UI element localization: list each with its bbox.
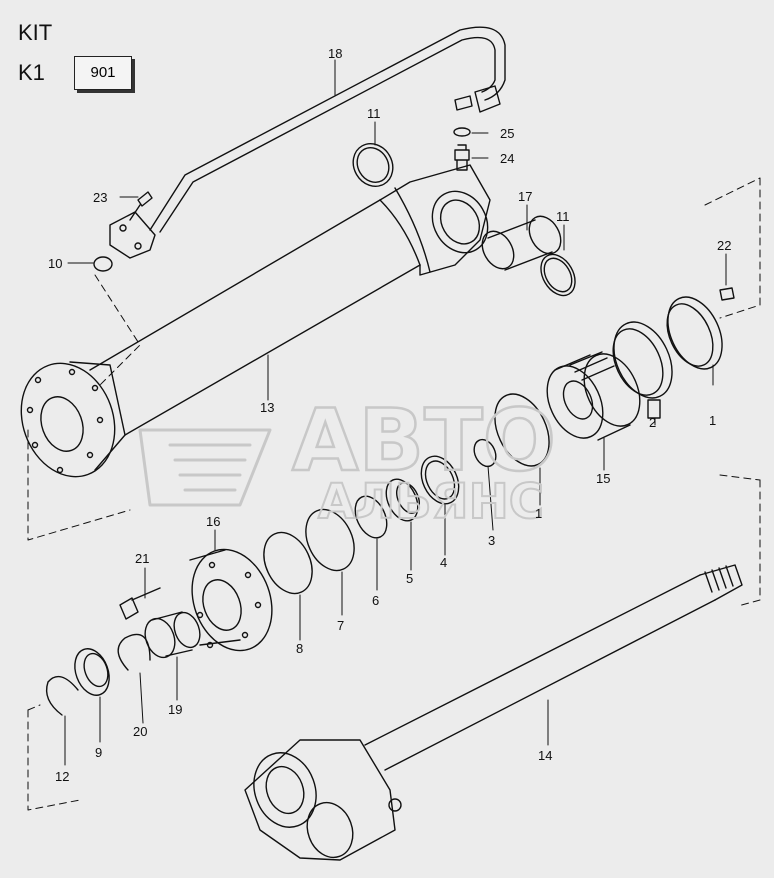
o-ring-11-lower-inner xyxy=(543,257,573,293)
callout-10: 10 xyxy=(48,256,62,271)
k1-label: K1 xyxy=(18,60,45,85)
seal-ring-1-lower xyxy=(494,393,550,467)
callout-labels: 18 11 25 24 23 17 11 10 22 13 1 2 15 1 3… xyxy=(48,46,731,784)
bolt-24 xyxy=(454,144,470,171)
tube-flange-block xyxy=(109,211,156,259)
hydraulic-tube xyxy=(149,26,506,231)
callout-9: 9 xyxy=(95,745,102,760)
nut-5-inner xyxy=(395,482,421,514)
bolt-23 xyxy=(129,191,153,221)
o-ring-11-upper-inner xyxy=(356,147,390,183)
callout-18: 18 xyxy=(328,46,342,61)
callout-25: 25 xyxy=(500,126,514,141)
kit-number-badge: 901 xyxy=(74,56,132,90)
wiper-9-inner xyxy=(83,652,109,688)
ring-7 xyxy=(305,508,355,572)
ring-4-inner xyxy=(424,460,456,500)
callout-3: 3 xyxy=(488,533,495,548)
ring-8 xyxy=(263,531,313,595)
callout-6: 6 xyxy=(372,593,379,608)
seal-ring-1-upper-inner xyxy=(666,303,714,367)
callout-16: 16 xyxy=(206,514,220,529)
wear-ring-2-tab xyxy=(647,399,661,419)
leader-lines xyxy=(64,59,727,766)
piston-rod-14 xyxy=(244,564,743,861)
o-ring-11-lower xyxy=(540,253,576,297)
callout-13: 13 xyxy=(260,400,274,415)
callout-17: 17 xyxy=(518,189,532,204)
callout-19: 19 xyxy=(168,702,182,717)
hydraulic-tube-inner xyxy=(159,36,496,233)
o-ring-10 xyxy=(93,256,113,272)
bolt-21 xyxy=(119,587,161,620)
o-ring-11-upper xyxy=(352,143,394,187)
callout-22: 22 xyxy=(717,238,731,253)
ring-4 xyxy=(420,455,460,505)
snap-ring-20 xyxy=(117,633,151,671)
flange-bolt-hole xyxy=(134,242,142,250)
cylinder-tube xyxy=(20,164,491,478)
watermark-line1: АВТО xyxy=(292,391,556,491)
callout-7: 7 xyxy=(337,618,344,633)
callout-4: 4 xyxy=(440,555,447,570)
ring-3 xyxy=(473,438,497,468)
washer-25 xyxy=(453,127,471,137)
piston-15 xyxy=(546,351,641,441)
kit-label: KIT xyxy=(18,20,53,45)
ring-6 xyxy=(354,495,388,539)
callout-14: 14 xyxy=(538,748,552,763)
nut-5 xyxy=(385,478,419,522)
tube-bracket xyxy=(454,95,473,111)
bushing-17 xyxy=(481,215,562,271)
callout-24: 24 xyxy=(500,151,514,166)
callout-11-upper: 11 xyxy=(367,106,381,121)
callout-23: 23 xyxy=(93,190,107,205)
callout-8: 8 xyxy=(296,641,303,656)
tube-elbow-fitting xyxy=(474,85,501,113)
callout-5: 5 xyxy=(406,571,413,586)
callout-21: 21 xyxy=(135,551,149,566)
wear-ring-2 xyxy=(613,321,673,399)
flange-bolt-hole xyxy=(119,224,127,232)
callout-12: 12 xyxy=(55,769,69,784)
gland-head-16 xyxy=(189,548,273,652)
watermark-emblem xyxy=(138,428,272,507)
callout-1-upper: 1 xyxy=(709,413,716,428)
snap-ring-12 xyxy=(45,675,79,716)
callout-20: 20 xyxy=(133,724,147,739)
bushing-19 xyxy=(144,611,201,659)
callout-15: 15 xyxy=(596,471,610,486)
wear-ring-2-inner xyxy=(612,328,664,396)
callout-11-lower: 11 xyxy=(556,209,570,224)
callout-2: 2 xyxy=(649,415,656,430)
seal-ring-1-upper xyxy=(667,296,723,370)
callout-1-lower: 1 xyxy=(535,506,542,521)
watermark-line2: АЛЬЯНС xyxy=(318,474,544,530)
alignment-lines xyxy=(27,177,761,811)
set-screw-22 xyxy=(719,287,735,301)
